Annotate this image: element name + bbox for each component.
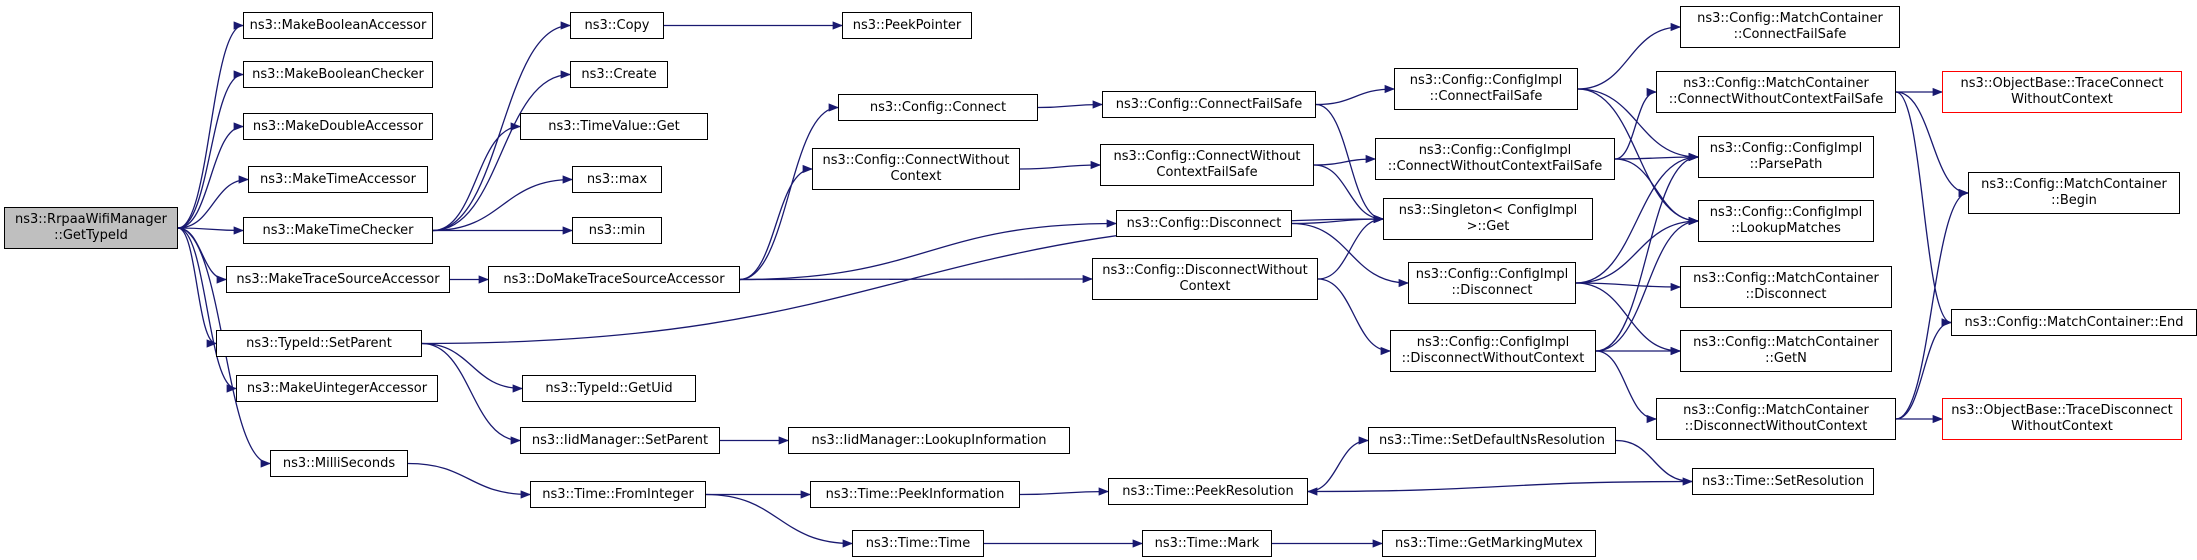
node-mcdiscwo[interactable]: ns3::Config::MatchContainer ::Disconnect… — [1656, 398, 1896, 440]
edge-mktimechk-to-create — [432, 70, 572, 232]
edge-cfgconnwofs-to-impconnwofs — [1313, 154, 1377, 166]
edge-root-to-mkboolacc — [177, 21, 245, 229]
edge-impdiscwo-to-lookupmatches — [1595, 216, 1700, 352]
edge-cfgconnwofs-to-singleton — [1313, 164, 1385, 224]
node-getmutex[interactable]: ns3::Time::GetMarkingMutex — [1382, 530, 1596, 557]
edge-impdiscwo-to-parsepath — [1595, 152, 1700, 352]
edge-impdisc-to-mcdisc — [1575, 282, 1682, 292]
node-peekptr[interactable]: ns3::PeekPointer — [842, 12, 972, 39]
node-setres[interactable]: ns3::Time::SetResolution — [1692, 468, 1874, 495]
node-cfgdisc[interactable]: ns3::Config::Disconnect — [1116, 210, 1292, 237]
node-impconnwofs[interactable]: ns3::Config::ConfigImpl ::ConnectWithout… — [1375, 138, 1615, 180]
edge-impdisc-to-parsepath — [1575, 152, 1700, 284]
node-singleton[interactable]: ns3::Singleton< ConfigImpl >::Get — [1383, 198, 1593, 240]
node-mcbegin[interactable]: ns3::Config::MatchContainer ::Begin — [1968, 172, 2180, 214]
node-impdisc[interactable]: ns3::Config::ConfigImpl ::Disconnect — [1408, 262, 1576, 304]
node-root[interactable]: ns3::RrpaaWifiManager ::GetTypeId — [4, 207, 178, 249]
edge-setdefres-to-setres — [1615, 439, 1694, 486]
edge-mktimechk-to-tvget — [432, 122, 522, 232]
node-tvget[interactable]: ns3::TimeValue::Get — [520, 113, 708, 140]
node-mcconnwofs[interactable]: ns3::Config::MatchContainer ::ConnectWit… — [1656, 71, 1896, 113]
edge-cfgdiscwo-to-singleton — [1317, 214, 1385, 280]
node-fromint[interactable]: ns3::Time::FromInteger — [530, 481, 706, 508]
node-create[interactable]: ns3::Create — [570, 61, 668, 88]
edge-cfgdisc-to-impdisc — [1291, 222, 1410, 288]
node-peekinfo[interactable]: ns3::Time::PeekInformation — [810, 481, 1020, 508]
node-cfgconnfs[interactable]: ns3::Config::ConnectFailSafe — [1102, 91, 1316, 118]
node-iidsetparent[interactable]: ns3::IidManager::SetParent — [520, 427, 720, 454]
edge-peekinfo-to-peekres — [1019, 487, 1110, 496]
edge-impdiscwo-to-mcdiscwo — [1595, 350, 1658, 424]
edge-root-to-mktimechk — [177, 226, 245, 235]
node-mcdisc[interactable]: ns3::Config::MatchContainer ::Disconnect — [1680, 266, 1892, 308]
node-min[interactable]: ns3::min — [572, 217, 662, 244]
edge-cfgdisc-to-singleton — [1291, 214, 1385, 225]
node-cfgconnwofs[interactable]: ns3::Config::ConnectWithout ContextFailS… — [1100, 144, 1314, 186]
node-timetime[interactable]: ns3::Time::Time — [852, 530, 984, 557]
node-max[interactable]: ns3::max — [572, 166, 662, 193]
node-setparent[interactable]: ns3::TypeId::SetParent — [216, 330, 422, 357]
edge-impconnwofs-to-lookupmatches — [1614, 158, 1700, 226]
edge-impconnwofs-to-parsepath — [1614, 152, 1700, 162]
node-mkdblacc[interactable]: ns3::MakeDoubleAccessor — [243, 113, 433, 140]
edge-mcconnwofs-to-mcbegin — [1895, 91, 1970, 198]
edge-peekres-to-setdefres — [1307, 436, 1370, 493]
node-obtd[interactable]: ns3::ObjectBase::TraceDisconnect Without… — [1942, 398, 2182, 440]
node-mkuintacc[interactable]: ns3::MakeUintegerAccessor — [236, 375, 438, 402]
node-mcconnfs[interactable]: ns3::Config::MatchContainer ::ConnectFai… — [1680, 6, 1900, 48]
edge-domkts-to-cfgdisc — [739, 219, 1118, 281]
node-mktsacc[interactable]: ns3::MakeTraceSourceAccessor — [226, 266, 450, 293]
node-obtc[interactable]: ns3::ObjectBase::TraceConnect WithoutCon… — [1942, 71, 2182, 113]
edge-root-to-setparent — [177, 227, 218, 348]
edge-root-to-mkuintacc — [177, 227, 238, 393]
edge-impdisc-to-lookupmatches — [1575, 216, 1700, 284]
node-mkboolacc[interactable]: ns3::MakeBooleanAccessor — [243, 12, 433, 39]
edge-cfgconnect-to-cfgconnfs — [1037, 100, 1104, 109]
node-copy[interactable]: ns3::Copy — [570, 12, 664, 39]
edge-domkts-to-cfgdiscwo — [739, 274, 1094, 284]
edge-root-to-mkdblacc — [177, 122, 245, 229]
node-mkboolchk[interactable]: ns3::MakeBooleanChecker — [243, 61, 433, 88]
edge-fromint-to-timetime — [705, 493, 854, 548]
edge-millis-to-fromint — [407, 462, 532, 499]
node-getuid[interactable]: ns3::TypeId::GetUid — [522, 375, 696, 402]
node-mktimechk[interactable]: ns3::MakeTimeChecker — [243, 217, 433, 244]
edge-root-to-mktimeacc — [177, 175, 250, 229]
node-mcend[interactable]: ns3::Config::MatchContainer::End — [1951, 309, 2197, 336]
edge-mcdiscwo-to-mcend — [1895, 318, 1953, 420]
node-cfgdiscwo[interactable]: ns3::Config::DisconnectWithout Context — [1092, 258, 1318, 300]
edge-setparent-to-iidsetparent — [421, 342, 522, 445]
edge-setres-to-peekres — [1306, 480, 1693, 496]
node-iidlookup[interactable]: ns3::IidManager::LookupInformation — [788, 427, 1070, 454]
edge-mktimechk-to-max — [432, 175, 574, 232]
node-impconnfs[interactable]: ns3::Config::ConfigImpl ::ConnectFailSaf… — [1394, 68, 1578, 110]
node-parsepath[interactable]: ns3::Config::ConfigImpl ::ParsePath — [1698, 136, 1874, 178]
edge-impconnfs-to-mcconnfs — [1577, 22, 1682, 90]
node-cfgconnwo[interactable]: ns3::Config::ConnectWithout Context — [812, 148, 1020, 190]
node-mktimeacc[interactable]: ns3::MakeTimeAccessor — [248, 166, 428, 193]
node-setdefres[interactable]: ns3::Time::SetDefaultNsResolution — [1368, 427, 1616, 454]
edge-domkts-to-cfgconnwo — [739, 164, 814, 281]
edge-domkts-to-cfgconnect — [739, 103, 840, 281]
node-millis[interactable]: ns3::MilliSeconds — [270, 450, 408, 477]
node-peekres[interactable]: ns3::Time::PeekResolution — [1108, 478, 1308, 505]
node-lookupmatches[interactable]: ns3::Config::ConfigImpl ::LookupMatches — [1698, 200, 1874, 242]
edge-mktimechk-to-copy — [432, 21, 572, 232]
edge-cfgconnfs-to-impconnfs — [1315, 84, 1396, 106]
node-cfgconnect[interactable]: ns3::Config::Connect — [838, 94, 1038, 121]
edge-mcconnwofs-to-mcend — [1895, 91, 1953, 327]
edge-impconnwofs-to-mcconnwofs — [1614, 87, 1658, 160]
edge-impconnfs-to-parsepath — [1577, 88, 1700, 162]
node-impdiscwo[interactable]: ns3::Config::ConfigImpl ::DisconnectWith… — [1390, 330, 1596, 372]
edge-mcdiscwo-to-mcbegin — [1895, 188, 1970, 420]
edge-cfgdiscwo-to-impdiscwo — [1317, 278, 1392, 356]
edge-cfgconnwo-to-cfgconnwofs — [1019, 160, 1102, 170]
edge-setparent-to-getuid — [421, 342, 524, 393]
node-mcgetn[interactable]: ns3::Config::MatchContainer ::GetN — [1680, 330, 1892, 372]
node-domkts[interactable]: ns3::DoMakeTraceSourceAccessor — [488, 266, 740, 293]
edge-root-to-mkboolchk — [177, 70, 245, 229]
node-mark[interactable]: ns3::Time::Mark — [1142, 530, 1272, 557]
